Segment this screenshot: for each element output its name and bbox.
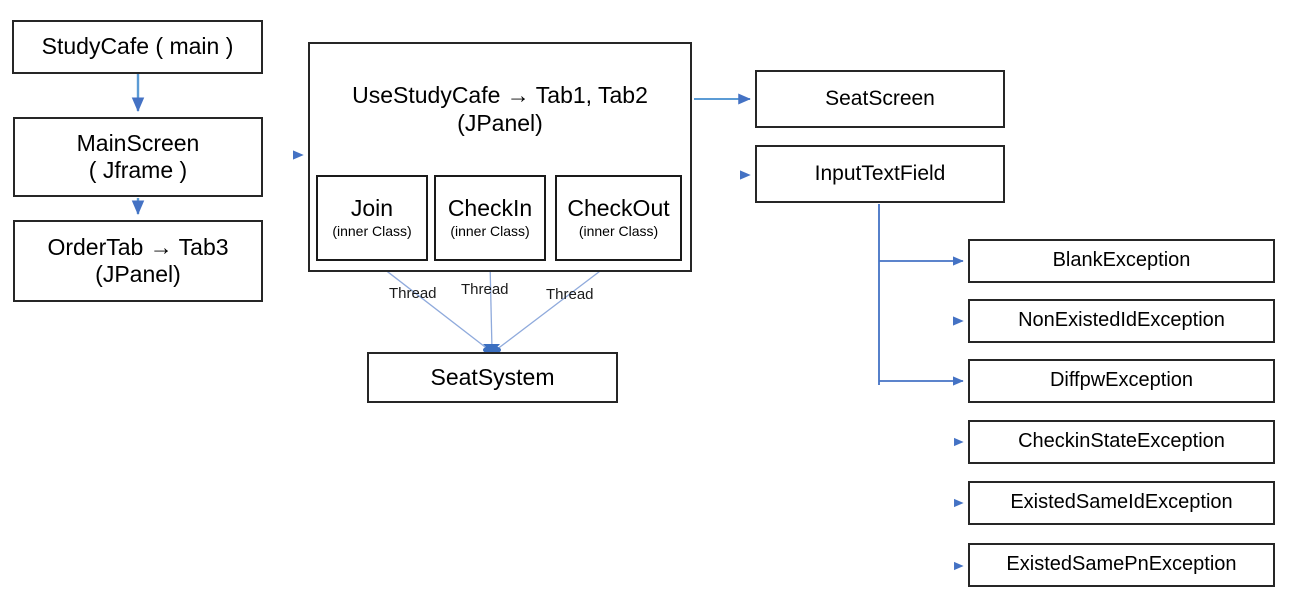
node-exception-existedsamepn[interactable]: ExistedSamePnException <box>968 543 1275 587</box>
node-usestudycafe-title-group: UseStudyCafe → Tab1, Tab2 (JPanel) <box>352 82 648 137</box>
thread-line-join <box>374 261 490 351</box>
node-inputtextfield[interactable]: InputTextField <box>755 145 1005 203</box>
node-seatscreen-label: SeatScreen <box>825 86 935 110</box>
node-exception-nonexistedid[interactable]: NonExistedIdException <box>968 299 1275 343</box>
node-mainscreen-label: MainScreen <box>76 129 200 156</box>
node-ordertab-label: OrderTab → Tab3 <box>47 233 229 260</box>
node-exception-existedsameid[interactable]: ExistedSameIdException <box>968 481 1275 525</box>
thread-label-join: Thread <box>389 285 437 302</box>
node-usestudycafe-sublabel: (JPanel) <box>457 109 543 136</box>
thread-line-checkin <box>489 261 493 351</box>
node-checkout-sublabel: (inner Class) <box>578 222 659 239</box>
node-seatscreen[interactable]: SeatScreen <box>755 70 1005 128</box>
node-checkin-label: CheckIn <box>447 195 533 222</box>
node-studycafe-label: StudyCafe ( main ) <box>41 33 234 60</box>
node-join-sublabel: (inner Class) <box>332 222 412 239</box>
node-exception-diffpw-label: DiffpwException <box>1049 369 1194 392</box>
node-usestudycafe-label: UseStudyCafe → Tab1, Tab2 <box>352 82 648 108</box>
node-join-label: Join <box>350 195 394 222</box>
node-inner-class-join[interactable]: Join (inner Class) <box>316 175 428 261</box>
node-exception-checkinstate-label: CheckinStateException <box>1018 430 1225 453</box>
node-exception-checkinstate[interactable]: CheckinStateException <box>968 420 1275 464</box>
thread-line-checkout <box>495 261 613 351</box>
node-inner-class-checkin[interactable]: CheckIn (inner Class) <box>434 175 546 261</box>
node-exception-nonexistedid-label: NonExistedIdException <box>1018 309 1225 332</box>
node-inputtextfield-label: InputTextField <box>814 161 946 185</box>
node-seatsystem[interactable]: SeatSystem <box>367 352 618 403</box>
node-exception-existedsamepn-label: ExistedSamePnException <box>1006 553 1237 576</box>
node-checkin-sublabel: (inner Class) <box>450 222 530 239</box>
thread-label-checkout: Thread <box>546 286 594 303</box>
node-checkout-label: CheckOut <box>567 195 670 222</box>
node-mainscreen[interactable]: MainScreen ( Jframe ) <box>13 117 263 197</box>
node-ordertab[interactable]: OrderTab → Tab3 (JPanel) <box>13 220 263 302</box>
node-ordertab-sublabel: (JPanel) <box>95 261 181 287</box>
node-exception-existedsameid-label: ExistedSameIdException <box>1010 491 1233 514</box>
node-exception-blank[interactable]: BlankException <box>968 239 1275 283</box>
thread-label-checkin: Thread <box>461 281 509 298</box>
node-mainscreen-sublabel: ( Jframe ) <box>88 157 188 183</box>
node-studycafe[interactable]: StudyCafe ( main ) <box>12 20 263 74</box>
node-exception-diffpw[interactable]: DiffpwException <box>968 359 1275 403</box>
node-exception-blank-label: BlankException <box>1052 249 1191 272</box>
node-inner-class-checkout[interactable]: CheckOut (inner Class) <box>555 175 682 261</box>
node-seatsystem-label: SeatSystem <box>430 363 555 390</box>
